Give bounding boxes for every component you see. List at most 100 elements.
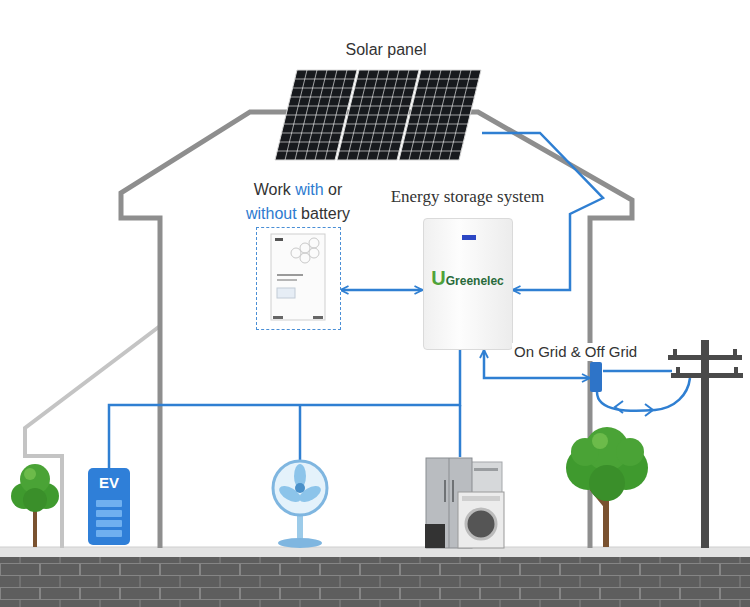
ground xyxy=(0,547,750,557)
ground xyxy=(0,557,750,607)
appliances-icon xyxy=(444,480,446,502)
cell-line xyxy=(290,97,350,98)
utility-pole xyxy=(701,340,709,548)
fan-icon xyxy=(295,483,305,493)
solar-node: Solar panel xyxy=(270,40,482,164)
appliances-icon xyxy=(474,468,498,471)
inverter-mark xyxy=(277,279,297,281)
cell-line xyxy=(341,142,401,143)
inverter-screen xyxy=(277,288,295,298)
inverter-pattern xyxy=(309,238,319,248)
cell-line xyxy=(414,97,474,98)
appliances-icon xyxy=(462,496,500,501)
utility-pole xyxy=(668,355,742,360)
ev-label: EV xyxy=(88,468,130,492)
grid-wiring xyxy=(645,404,653,416)
left-tree xyxy=(23,488,47,512)
cell-line xyxy=(282,133,342,134)
cell-line xyxy=(419,79,479,80)
inverter-mark xyxy=(275,238,283,241)
solar-panel-symbol xyxy=(270,60,482,164)
utility-pole xyxy=(734,367,738,373)
cell-line xyxy=(284,124,344,125)
cell-line xyxy=(288,106,348,107)
cell-line xyxy=(279,142,339,143)
cell-line xyxy=(410,115,470,116)
grid-wiring xyxy=(615,401,623,413)
inverter-symbol xyxy=(257,228,339,328)
device-heading: Work with or without battery xyxy=(228,178,368,226)
cell-line xyxy=(408,124,468,125)
charge-bar xyxy=(96,530,122,537)
cell-line xyxy=(346,124,406,125)
house-outline xyxy=(121,112,632,548)
left-tree xyxy=(24,468,36,480)
fan-icon xyxy=(273,461,327,515)
inverter-foot xyxy=(273,316,283,319)
meter-box xyxy=(590,362,602,392)
panel-heading: Solar panel xyxy=(270,40,482,60)
house-wiring xyxy=(300,405,460,461)
cell-line xyxy=(344,133,404,134)
appliances-icon xyxy=(425,524,445,548)
inverter-pattern xyxy=(309,248,319,258)
power-line xyxy=(109,350,460,468)
garage-outline xyxy=(25,326,160,548)
battery-box xyxy=(256,227,341,330)
cell-line xyxy=(355,88,415,89)
device-heading: Energy storage system xyxy=(380,186,555,208)
cell-line xyxy=(412,106,472,107)
indicator-light xyxy=(462,235,476,240)
battery-node: Work with or without battery xyxy=(228,178,368,330)
ground xyxy=(0,547,750,548)
appliances-icon xyxy=(466,509,496,539)
house-wiring xyxy=(459,405,462,457)
cell-line xyxy=(339,151,399,152)
garage-outline xyxy=(25,326,160,548)
fan-icon xyxy=(273,461,327,548)
charge-bar xyxy=(96,500,122,507)
meter-node: On Grid & Off Grid xyxy=(512,343,639,361)
house-wiring xyxy=(299,405,302,461)
utility-pole xyxy=(733,349,737,355)
inverter-mark xyxy=(277,274,303,276)
cell-line xyxy=(295,79,355,80)
appliances-icon xyxy=(449,458,450,548)
cell-line xyxy=(401,151,461,152)
house-outline xyxy=(121,112,632,548)
charge-bar xyxy=(96,510,122,517)
brand-logo: UGreenelec xyxy=(424,267,512,290)
inverter-pattern xyxy=(291,248,301,258)
cell-line xyxy=(293,88,353,89)
cell-line xyxy=(403,142,463,143)
grid-wiring xyxy=(597,378,690,411)
right-tree xyxy=(589,465,625,501)
ess-node: Energy storage systemUGreenelec xyxy=(380,186,555,350)
power-line xyxy=(341,289,423,292)
appliances-icon xyxy=(458,492,504,548)
right-tree xyxy=(566,427,648,547)
inverter-body xyxy=(271,234,325,320)
ev-node: EV xyxy=(88,468,130,545)
inverter-foot xyxy=(313,316,323,319)
fan-icon xyxy=(278,538,322,548)
charge-bar xyxy=(96,520,122,527)
right-tree xyxy=(592,433,608,449)
cell-line xyxy=(406,133,466,134)
grid-label: On Grid & Off Grid xyxy=(512,343,639,361)
ground xyxy=(0,547,750,607)
grid-wiring xyxy=(603,370,672,373)
appliances-icon xyxy=(425,458,504,548)
cell-line xyxy=(277,151,337,152)
utility-pole xyxy=(676,367,680,373)
cell-line xyxy=(348,115,408,116)
left-tree xyxy=(11,464,59,547)
cell-line xyxy=(286,115,346,116)
cell-line xyxy=(357,79,417,80)
solar-cell-array xyxy=(399,70,481,160)
cell-line xyxy=(350,106,410,107)
utility-pole xyxy=(668,340,743,548)
inverter-pattern xyxy=(300,243,310,253)
